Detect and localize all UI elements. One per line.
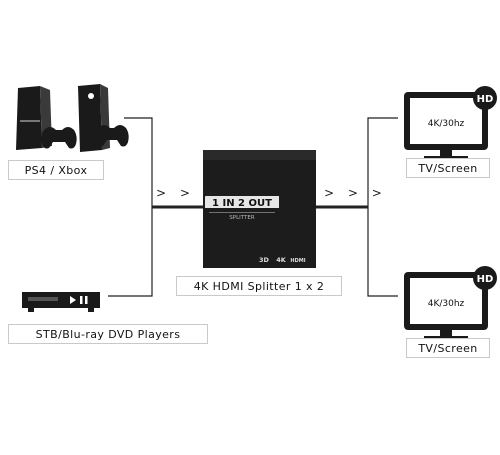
- output-label-tv-1: TV/Screen: [406, 158, 490, 178]
- output-label-tv-2: TV/Screen: [406, 338, 490, 358]
- tv-screen-icon: HD 4K/30hz: [404, 266, 497, 339]
- source-label-ps4-xbox: PS4 / Xbox: [8, 160, 104, 180]
- badge-4k: 4K: [276, 256, 287, 264]
- output-flow-arrows: > > >: [324, 186, 387, 200]
- badge-3d: 3D: [259, 256, 270, 264]
- source-label-stb-bluray: STB/Blu-ray DVD Players: [8, 324, 208, 344]
- splitter-face-title: 1 IN 2 OUT: [212, 198, 272, 209]
- tv-screen-text: 4K/30hz: [428, 299, 465, 309]
- hd-badge: HD: [477, 274, 494, 285]
- input-flow-arrows: > > >: [156, 186, 219, 200]
- hd-badge: HD: [477, 94, 494, 105]
- tv-screen-icon: HD 4K/30hz: [404, 86, 497, 159]
- badge-hdmi: HDMI: [290, 258, 305, 264]
- splitter-label: 4K HDMI Splitter 1 x 2: [176, 276, 342, 296]
- connector-lines: [108, 117, 398, 297]
- tv-screen-text: 4K/30hz: [428, 119, 465, 129]
- splitter-face-band: [205, 196, 279, 208]
- source-bracket-line: [108, 117, 153, 297]
- set-top-box-icon: [22, 292, 100, 312]
- output-bracket-line: [367, 117, 398, 297]
- splitter-body: [203, 150, 316, 268]
- splitter-face-subtitle: SPLITTER: [229, 215, 255, 221]
- splitter-device: 1 IN 2 OUT SPLITTER 3D 4K HDMI: [203, 150, 316, 268]
- console-controllers-icon: [16, 84, 129, 152]
